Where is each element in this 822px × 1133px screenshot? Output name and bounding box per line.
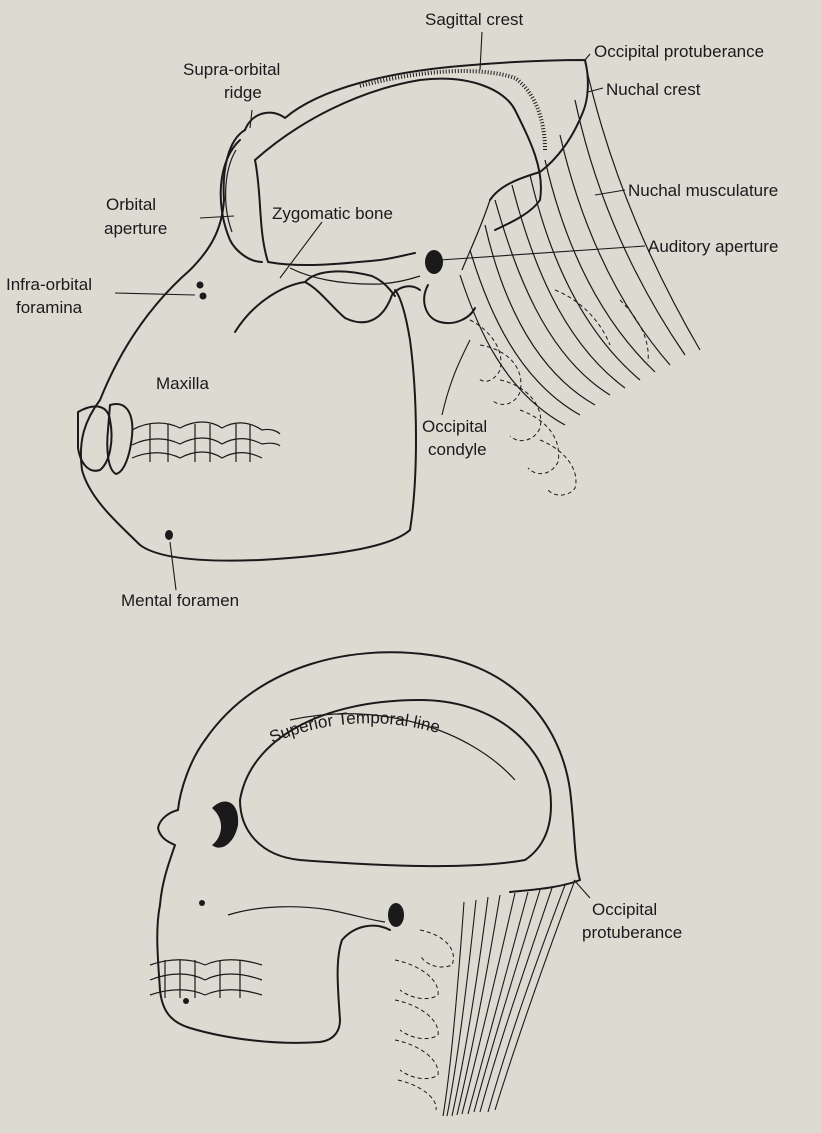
label-orbital-1: Orbital (106, 195, 156, 214)
mental-foramen-dot (165, 530, 173, 540)
zygomatic-lower (290, 268, 420, 284)
label-superior-temporal-line: Superior Temporal line (267, 708, 443, 747)
label-maxilla: Maxilla (156, 374, 209, 393)
lower-cranium-outline (205, 652, 580, 892)
label-mental-foramen: Mental foramen (121, 591, 239, 610)
lower-teeth (150, 960, 262, 998)
label-sagittal-crest: Sagittal crest (425, 10, 524, 29)
sagittal-crest-hatching (360, 71, 545, 150)
lower-zygomatic (228, 907, 385, 922)
lower-leader-occipital (574, 880, 590, 898)
label-occipital-protuberance: Occipital protuberance (594, 42, 764, 61)
upper-skull: Sagittal crest Occipital protuberance Nu… (6, 10, 778, 610)
upper-leader-lines (115, 32, 645, 590)
label-infra-orbital-1: Infra-orbital (6, 275, 92, 294)
infra-orbital-foramen-2 (200, 293, 207, 300)
occipital-condyle-shape (424, 285, 475, 323)
lower-skull: Superior Temporal line Occipital protube… (150, 652, 682, 1116)
label-infra-orbital-2: foramina (16, 298, 83, 317)
infra-orbital-foramen-1 (197, 282, 204, 289)
label-auditory-aperture: Auditory aperture (648, 237, 778, 256)
label-occipital-condyle-1: Occipital (422, 417, 487, 436)
lower-nuchal-muscles (443, 880, 575, 1116)
label-nuchal-musculature: Nuchal musculature (628, 181, 778, 200)
mandible-ramus (235, 282, 420, 332)
label-nuchal-crest: Nuchal crest (606, 80, 701, 99)
lower-face-outline (157, 740, 390, 1043)
label-lower-occipital-2: protuberance (582, 923, 682, 942)
label-orbital-2: aperture (104, 219, 167, 238)
lower-mental-foramen (183, 998, 189, 1004)
lower-infra-orbital-foramen (199, 900, 205, 906)
upper-teeth (78, 404, 280, 474)
cervical-vertebrae-lower (395, 930, 453, 1110)
auditory-aperture-dot (425, 250, 443, 274)
label-supra-orbital-1: Supra-orbital (183, 60, 280, 79)
label-occipital-condyle-2: condyle (428, 440, 487, 459)
lower-orbit (212, 802, 238, 848)
label-zygomatic-bone: Zygomatic bone (272, 204, 393, 223)
lower-auditory-aperture (388, 903, 404, 927)
label-lower-occipital-1: Occipital (592, 900, 657, 919)
label-supra-orbital-2: ridge (224, 83, 262, 102)
